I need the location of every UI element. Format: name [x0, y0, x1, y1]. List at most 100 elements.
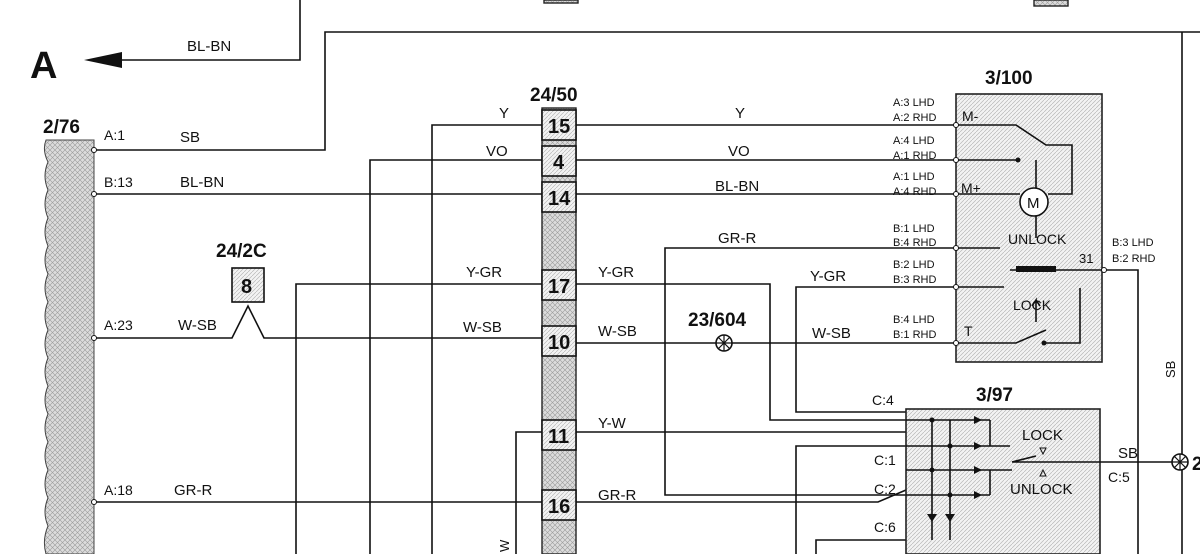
wire-sb-a1 [94, 31, 1200, 151]
wire-label-w-sb-a23: W-SB [178, 317, 217, 334]
pin-3-100-b2: B:2 LHD [893, 259, 935, 271]
wire-label-vo-left: VO [486, 143, 508, 160]
pin-3-100-a2: A:2 RHD [893, 112, 936, 124]
connector-pins-24-50: 15 4 14 17 10 11 16 [541, 109, 577, 521]
pin-3-100-right-b2: B:2 RHD [1112, 253, 1155, 265]
pin-11: 11 [548, 426, 569, 448]
component-label-24-2c: 24/2C [216, 241, 267, 262]
label-m-plus: M+ [961, 180, 981, 196]
pin-box [541, 145, 577, 177]
pin-box [541, 325, 577, 357]
label-lock-3-97: LOCK [1022, 427, 1063, 444]
wire-gr-r-lower [576, 489, 907, 503]
pin-a23: A:23 [104, 317, 133, 333]
wire-label-w-sb-left: W-SB [463, 319, 502, 336]
wire-label-gr-r-upper: GR-R [718, 230, 756, 247]
cut-off-box-top [543, 0, 579, 4]
wire-label-sb-a1: SB [180, 129, 200, 146]
pin-dots-3-100 [953, 122, 1107, 346]
pin-3-100-a4: A:4 LHD [893, 135, 935, 147]
wire-w-sb-a23 [94, 304, 543, 339]
pin-3-100-a1: A:1 RHD [893, 150, 936, 162]
pin-3-97-c1: C:1 [874, 452, 896, 468]
wire-top-bl-bn [122, 0, 301, 61]
pin-16: 16 [548, 496, 570, 518]
pin-dots-2-76 [91, 147, 97, 505]
pin-3-100-b1: B:1 LHD [893, 223, 935, 235]
pin-box [541, 489, 577, 521]
motor-label: M [1027, 195, 1040, 212]
wire-gr-r-upper [664, 247, 956, 496]
pin-b13: B:13 [104, 174, 133, 190]
pin-3-100-b1r: B:1 RHD [893, 329, 936, 341]
wire-sb-vertical [1104, 269, 1139, 554]
wire-label-sb-c5: SB [1118, 445, 1138, 462]
wire-label-vo-right: VO [728, 143, 750, 160]
motor-icon: M [1019, 187, 1049, 217]
wire-label-w-sb-mid: W-SB [598, 323, 637, 340]
pin-3-100-a3: A:3 LHD [893, 97, 935, 109]
wire-label-y-right: Y [735, 105, 745, 122]
pin-24-2c-8: 8 [241, 276, 252, 298]
pin-a1: A:1 [104, 127, 125, 143]
wire-y-left [431, 124, 543, 554]
component-label-2-76: 2/76 [43, 117, 80, 138]
component-label-right-cut: 2 [1192, 454, 1200, 475]
pin-4: 4 [553, 152, 565, 174]
pin-10: 10 [548, 332, 570, 354]
pin-box-24-2c [231, 267, 265, 303]
splice-icon [715, 334, 733, 352]
label-m-minus: M- [962, 108, 979, 124]
pin-3-97-c4: C:4 [872, 392, 894, 408]
pin-box [541, 109, 577, 141]
wire-w-vertical [515, 431, 543, 554]
pin-3-97-c5: C:5 [1108, 469, 1130, 485]
wire-label-y-left: Y [499, 105, 509, 122]
pin-labels-3-100: A:3 LHD A:2 RHD A:4 LHD A:1 RHD A:1 LHD … [893, 97, 936, 341]
switch-internals-3-100 [956, 124, 1104, 346]
arrow-left-icon [84, 52, 122, 68]
pin-15: 15 [548, 116, 570, 138]
label-unlock-3-97: UNLOCK [1010, 481, 1073, 498]
component-3-97 [905, 408, 1101, 554]
wire-label-top-bl-bn: BL-BN [187, 38, 231, 55]
component-2-76 [43, 139, 95, 554]
wire-c6 [795, 445, 906, 554]
wire-label-gr-r-a18: GR-R [174, 482, 212, 499]
wire-label-gr-r-lower: GR-R [598, 487, 636, 504]
cut-off-box-top [1033, 0, 1069, 7]
arrow-label: A [30, 45, 57, 87]
label-pin-31: 31 [1079, 251, 1093, 266]
wire-label-w-sb-right: W-SB [812, 325, 851, 342]
pin-3-97-c6: C:6 [874, 519, 896, 535]
wire-label-y-gr-mid: Y-GR [598, 264, 634, 281]
component-label-3-100: 3/100 [985, 68, 1033, 89]
pin-3-100-right-b3: B:3 LHD [1112, 237, 1154, 249]
wire-label-y-gr-right: Y-GR [810, 268, 846, 285]
pin-3-100-a4r: A:4 RHD [893, 186, 936, 198]
wire-label-w-vertical: W [497, 539, 512, 552]
component-label-23-604: 23/604 [688, 310, 747, 331]
pin-box [541, 181, 577, 213]
pin-3-100-b3: B:3 RHD [893, 274, 936, 286]
wire-label-y-w-right: Y-W [598, 415, 627, 432]
label-t: T [964, 323, 973, 339]
label-unlock-3-100: UNLOCK [1008, 231, 1067, 247]
wire-y-gr-left [295, 283, 543, 554]
diode-array-3-97 [906, 416, 1100, 540]
pin-box [541, 269, 577, 301]
pin-3-97-c2: C:2 [874, 481, 896, 497]
wire-y-gr-right [795, 286, 956, 413]
pin-14: 14 [548, 188, 571, 210]
wire-label-bl-bn-right: BL-BN [715, 178, 759, 195]
pin-3-100-b4l: B:4 LHD [893, 314, 935, 326]
component-label-24-50: 24/50 [530, 85, 578, 106]
pin-3-100-b4: B:4 RHD [893, 237, 936, 249]
wire-label-bl-bn-b13: BL-BN [180, 174, 224, 191]
pin-17: 17 [548, 276, 570, 298]
wire-vo-left [369, 159, 543, 554]
pin-a18: A:18 [104, 482, 133, 498]
wire-label-y-gr-left: Y-GR [466, 264, 502, 281]
wire-c6-lower [815, 539, 906, 554]
